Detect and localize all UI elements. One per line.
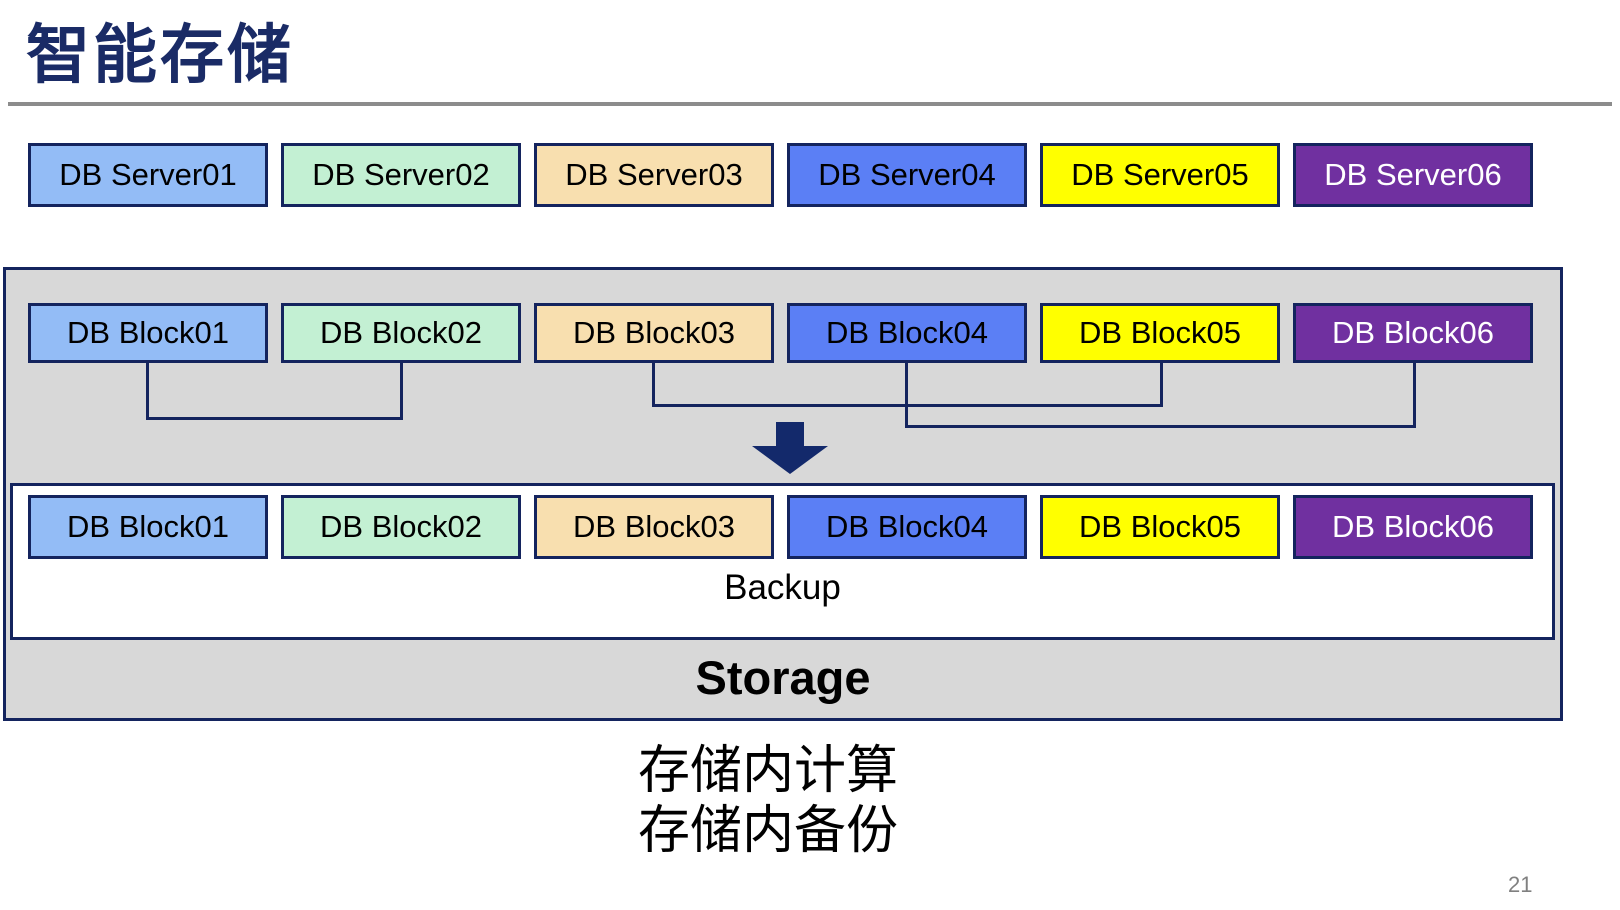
backup-label: Backup — [724, 568, 841, 607]
storage-label: Storage — [695, 651, 871, 704]
db-block-box: DB Block01 — [28, 303, 268, 363]
connector-block01-block02 — [146, 417, 403, 420]
db-server-box: DB Server04 — [787, 143, 1027, 207]
title-divider-line — [8, 102, 1612, 106]
caption-line-2: 存储内备份 — [638, 801, 899, 860]
connector-block05-drop — [1160, 361, 1163, 407]
db-block-box: DB Block04 — [787, 495, 1027, 559]
connector-block04-block06 — [905, 425, 1416, 428]
caption-line-1: 存储内计算 — [638, 742, 899, 800]
db-block-box: DB Block06 — [1293, 495, 1533, 559]
db-server-box: DB Server02 — [281, 143, 521, 207]
db-block-box: DB Block05 — [1040, 495, 1280, 559]
db-block-box: DB Block04 — [787, 303, 1027, 363]
connector-block02-drop — [400, 361, 403, 420]
db-server-box: DB Server05 — [1040, 143, 1280, 207]
db-block-box: DB Block02 — [281, 495, 521, 559]
db-block-box: DB Block06 — [1293, 303, 1533, 363]
page-number: 21 — [1508, 872, 1533, 897]
connector-block03-drop — [652, 361, 655, 407]
connector-block04-drop — [905, 361, 908, 428]
db-block-box: DB Block02 — [281, 303, 521, 363]
connector-block06-drop — [1413, 361, 1416, 428]
db-server-box: DB Server06 — [1293, 143, 1533, 207]
down-arrow-icon — [752, 446, 828, 474]
db-block-box: DB Block01 — [28, 495, 268, 559]
down-arrow-icon — [776, 422, 804, 446]
db-block-box: DB Block03 — [534, 495, 774, 559]
db-server-box: DB Server03 — [534, 143, 774, 207]
db-server-box: DB Server01 — [28, 143, 268, 207]
caption-text: 存储内计算 存储内备份 — [638, 742, 898, 862]
connector-block01-drop — [146, 361, 149, 420]
slide-title: 智能存储 — [26, 19, 294, 91]
db-block-box: DB Block05 — [1040, 303, 1280, 363]
db-block-box: DB Block03 — [534, 303, 774, 363]
